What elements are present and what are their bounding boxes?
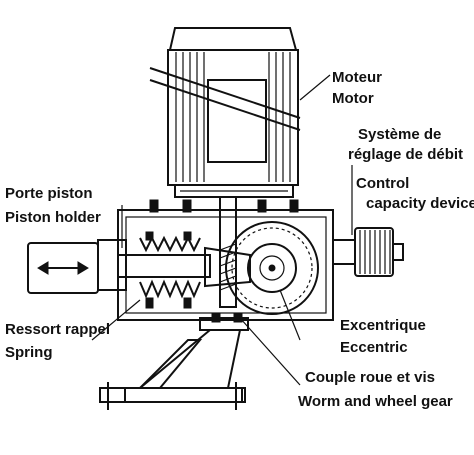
knob [354,227,394,277]
motor-fins [175,52,291,182]
label-motor-en: Motor [332,90,374,107]
leader-motor [299,74,331,101]
motor [149,27,301,198]
connecting-rod [204,246,251,288]
label-piston-holder-fr: Porte piston [5,185,93,202]
label-eccentric-en: Eccentric [340,339,408,356]
label-control-en-1: Control [356,175,409,192]
motor-terminal-box [207,79,267,163]
piston-rod [117,254,211,278]
label-spring-fr: Ressort rappel [5,321,110,338]
pump-head-body [27,242,99,294]
piston-assembly [97,231,211,309]
label-spring-en: Spring [5,344,53,361]
stand-legs [124,329,243,403]
motor-cable-2 [149,79,301,131]
label-motor-fr: Moteur [332,69,382,86]
pump-head [27,242,99,294]
leader-lines [91,74,353,386]
label-control-fr-1: Système de [358,126,441,143]
stand-foot [99,387,246,403]
eccentric [247,243,297,293]
worm-wheel [225,221,319,315]
label-eccentric-fr: Excentrique [340,317,426,334]
leader-eccentric [279,289,301,341]
knob-collar [332,239,356,265]
label-piston-holder-en: Piston holder [5,209,101,226]
leader-spring [91,299,141,341]
motor-cable-1 [149,67,301,119]
label-control-en-2: capacity device [366,195,474,212]
label-gear-fr: Couple roue et vis [305,369,435,386]
motor-top-cap [168,27,298,51]
spring-top [139,235,201,253]
label-gear-en: Worm and wheel gear [298,393,453,410]
leader-gear [239,317,301,386]
stand-plate [199,317,249,331]
stand [99,313,249,410]
double-arrow-icon [37,261,89,275]
housing-bolts [149,199,299,213]
control-knob [332,227,404,277]
spring-bottom [139,279,201,299]
label-control-fr-2: réglage de débit [348,146,463,163]
